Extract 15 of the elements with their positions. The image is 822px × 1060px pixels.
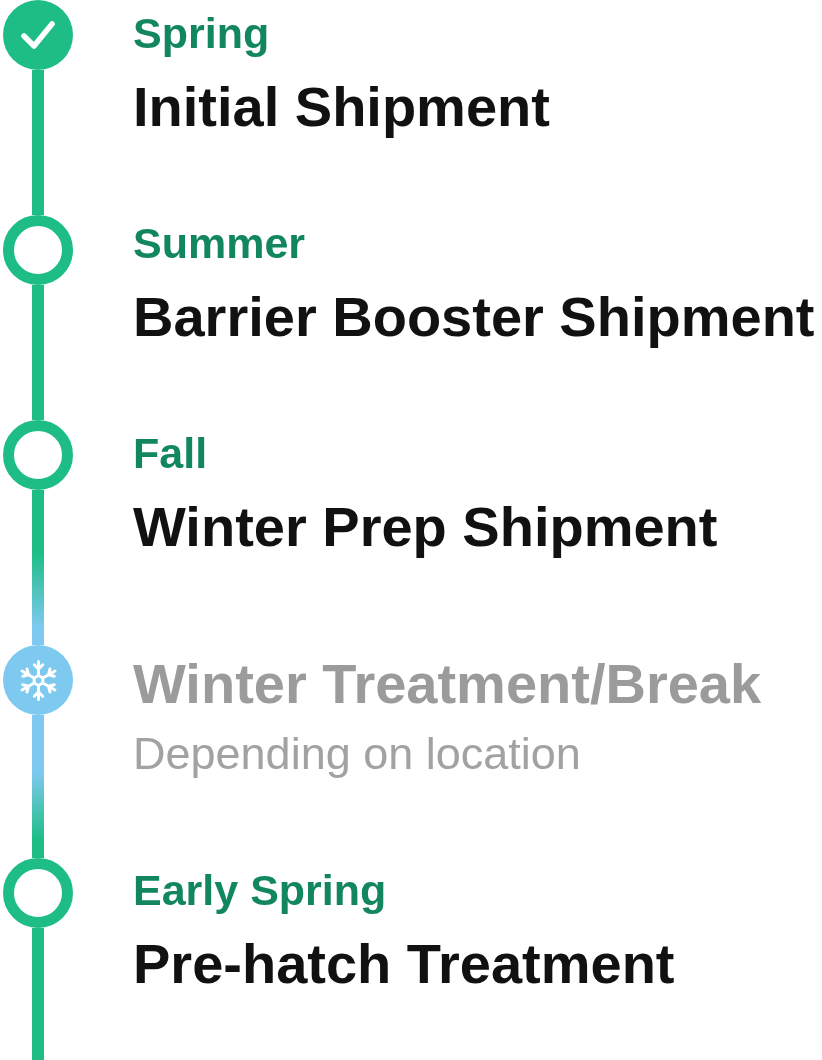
- step-title: Pre-hatch Treatment: [133, 932, 675, 996]
- step-note: Depending on location: [133, 728, 581, 780]
- timeline-line: [32, 285, 44, 420]
- step-title: Winter Prep Shipment: [133, 495, 718, 559]
- season-label: Fall: [133, 428, 208, 478]
- season-label: Summer: [133, 218, 306, 268]
- season-label: Early Spring: [133, 865, 387, 915]
- timeline-line: [32, 715, 44, 858]
- timeline-line: [32, 490, 44, 645]
- step-title: Barrier Booster Shipment: [133, 285, 815, 349]
- timeline-line: [32, 70, 44, 215]
- step-title: Winter Treatment/Break: [133, 652, 762, 716]
- season-label: Spring: [133, 8, 270, 58]
- step-title: Initial Shipment: [133, 75, 550, 139]
- timeline-line: [32, 928, 44, 1060]
